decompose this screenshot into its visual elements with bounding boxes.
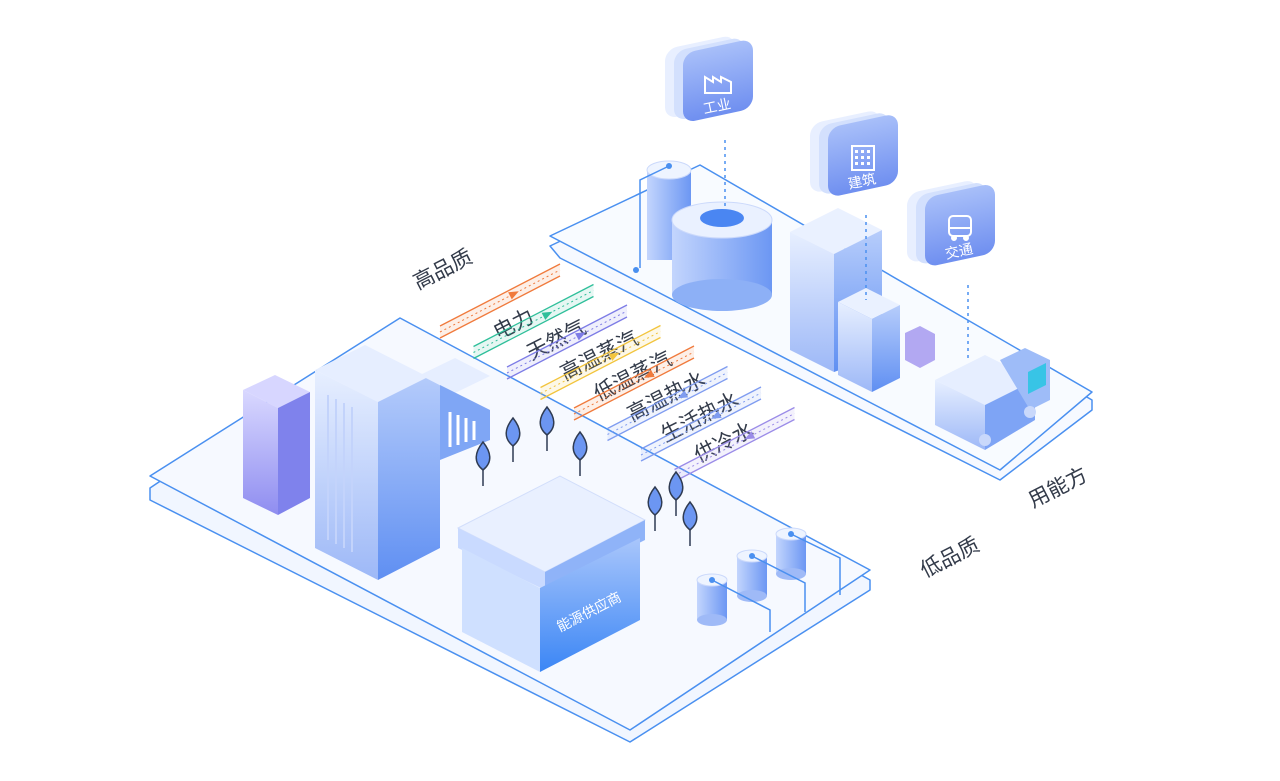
sector-label-0: 工业 [702, 96, 733, 117]
office-block [790, 208, 935, 392]
sector-card-2: 交通 [907, 181, 995, 362]
sector-label-2: 交通 [944, 240, 975, 262]
high-quality-label: 高品质 [409, 244, 476, 294]
sector-card-0: 工业 [665, 36, 753, 210]
consumer-buildings [633, 160, 1050, 450]
consumer-label: 用能方 [1024, 462, 1091, 512]
factory-icon [704, 75, 732, 94]
pipe-7 [674, 406, 795, 483]
industrial-drum [671, 201, 773, 311]
sector-label-1: 建筑 [847, 171, 878, 192]
tall-tower [315, 345, 440, 580]
building-icon [851, 145, 875, 171]
supplier-building: 能源供应商 [456, 475, 647, 672]
supplier-tanks [696, 527, 841, 632]
annex-block [420, 358, 490, 460]
bus-icon [948, 215, 972, 241]
supplier-buildings: 能源供应商 [243, 345, 841, 672]
sector-card-1: 建筑 [810, 111, 898, 300]
truck [935, 348, 1050, 450]
trees [475, 405, 698, 546]
purple-tower [243, 375, 310, 515]
low-quality-label: 低品质 [916, 532, 983, 582]
